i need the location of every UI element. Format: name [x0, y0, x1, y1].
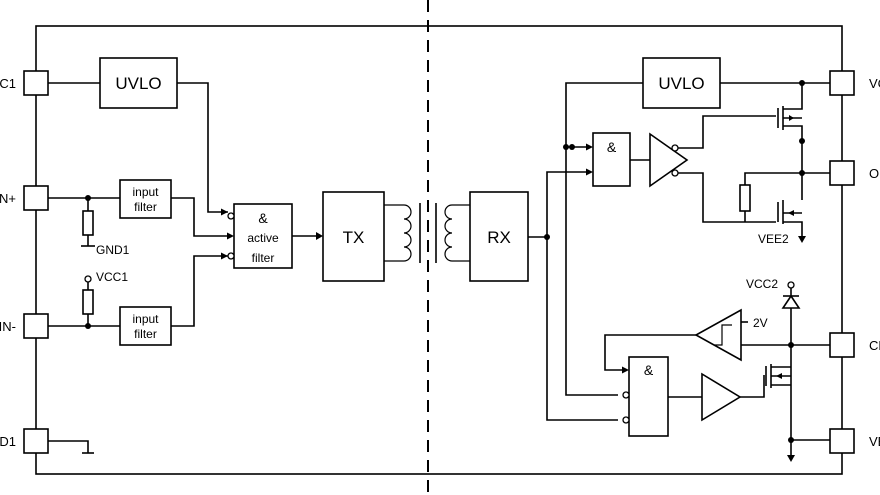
- and-gate-top: &: [592, 132, 631, 187]
- pin-vcc1: VCC1: [0, 70, 49, 96]
- driver-buffer-top: [649, 132, 689, 188]
- transformer: [384, 203, 470, 263]
- svg-text:&: &: [607, 139, 617, 155]
- svg-text:filter: filter: [134, 327, 157, 341]
- pin-clamp: CLAMP: [829, 332, 880, 358]
- input-filter-top: input filter: [119, 179, 172, 219]
- inverter-bubble: [227, 212, 235, 220]
- inverter-bubble: [622, 416, 630, 424]
- left-wiring: GND1 VCC1: [48, 82, 323, 454]
- pin-label-clamp: CLAMP: [869, 338, 880, 353]
- arrow-icon: [586, 168, 593, 176]
- pin-in-minus: IN-: [0, 313, 49, 339]
- vcc1-label: VCC1: [96, 270, 128, 284]
- tx-block: TX: [322, 191, 385, 282]
- svg-text:filter: filter: [134, 200, 157, 214]
- pin-out: OUT: [829, 160, 880, 186]
- clamp-driver-buffer: [701, 372, 742, 422]
- arrow-icon: [586, 143, 593, 151]
- and-active-filter-block: & active filter: [233, 203, 293, 269]
- vcc2-label: VCC2: [746, 277, 778, 291]
- svg-text:input: input: [132, 312, 159, 326]
- inverter-bubble: [622, 391, 630, 399]
- svg-text:UVLO: UVLO: [658, 74, 704, 93]
- and-gate-bottom: &: [628, 356, 669, 437]
- svg-text:TX: TX: [343, 228, 365, 247]
- svg-text:RX: RX: [487, 228, 511, 247]
- input-filter-bottom: input filter: [119, 306, 172, 346]
- svg-text:filter: filter: [252, 251, 275, 265]
- arrow-icon: [622, 366, 629, 374]
- rx-block: RX: [469, 191, 529, 282]
- svg-text:UVLO: UVLO: [115, 74, 161, 93]
- threshold-label: 2V: [753, 316, 768, 330]
- uvlo-block-right: UVLO: [642, 57, 721, 109]
- pin-label-in-minus: IN-: [0, 319, 16, 334]
- comparator-buffer: [694, 308, 742, 362]
- chip-outline: [35, 25, 843, 475]
- pin-label-vcc1: VCC1: [0, 76, 16, 91]
- svg-text:&: &: [258, 210, 268, 226]
- pin-label-vcc2: VCC2: [869, 76, 880, 91]
- right-wiring: VEE2 VCC2 2V: [528, 80, 830, 462]
- arrow-icon: [227, 232, 234, 240]
- arrow-icon: [221, 252, 228, 260]
- pin-vcc2: VCC2: [829, 70, 880, 96]
- pin-label-vee2: VEE2: [869, 434, 880, 449]
- svg-text:&: &: [644, 362, 654, 378]
- svg-text:input: input: [132, 185, 159, 199]
- vee2-label: VEE2: [758, 232, 789, 246]
- pin-vee2: VEE2: [829, 428, 880, 454]
- gnd1-label: GND1: [96, 243, 130, 257]
- pin-label-in-plus: IN+: [0, 191, 16, 206]
- arrow-icon: [221, 208, 228, 216]
- pin-in-plus: IN+: [0, 185, 49, 211]
- uvlo-block-left: UVLO: [99, 57, 178, 109]
- inverter-bubble: [227, 252, 235, 260]
- svg-text:active: active: [247, 231, 279, 245]
- pin-gnd1: GND1: [0, 428, 49, 454]
- pin-label-gnd1: GND1: [0, 434, 16, 449]
- pin-label-out: OUT: [869, 166, 880, 181]
